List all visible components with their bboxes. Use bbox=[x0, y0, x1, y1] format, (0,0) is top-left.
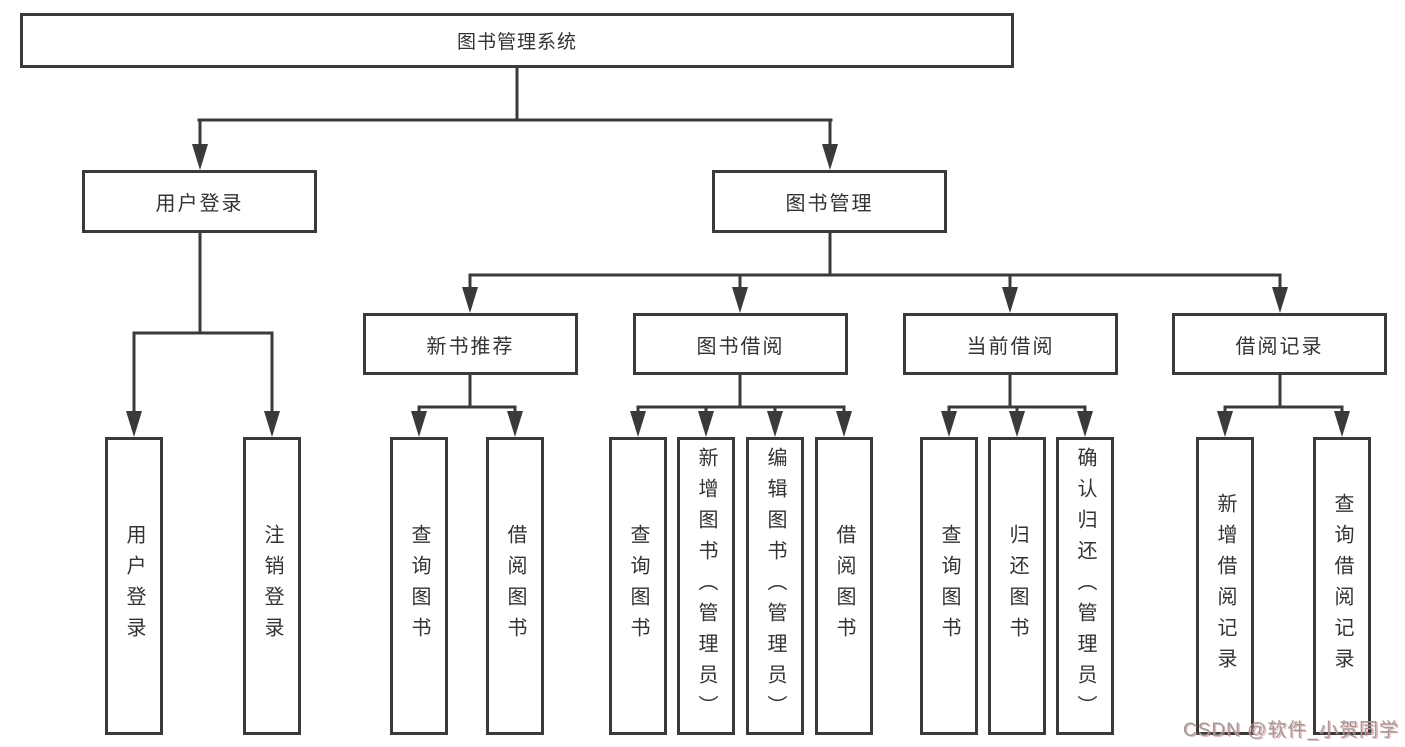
leaf-query-books-3: 查询图书 bbox=[920, 437, 978, 735]
leaf-query-books: 查询图书 bbox=[390, 437, 448, 735]
leaf-query-books-2: 查询图书 bbox=[609, 437, 667, 735]
node-user-login: 用户登录 bbox=[82, 170, 317, 233]
node-label: 编辑图书（管理员） bbox=[764, 446, 786, 726]
node-label: 归还图书 bbox=[1006, 524, 1028, 648]
node-label: 借阅图书 bbox=[833, 524, 855, 648]
leaf-edit-books-admin: 编辑图书（管理员） bbox=[746, 437, 804, 735]
node-label: 图书管理系统 bbox=[456, 32, 577, 53]
node-book-management: 图书管理 bbox=[712, 170, 947, 233]
node-label: 新书推荐 bbox=[426, 335, 515, 358]
node-label: 图书管理 bbox=[785, 193, 874, 215]
leaf-confirm-return-admin: 确认归还（管理员） bbox=[1056, 437, 1114, 735]
node-current-borrowing: 当前借阅 bbox=[903, 313, 1118, 375]
leaf-query-borrow-record: 查询借阅记录 bbox=[1313, 437, 1371, 735]
csdn-watermark: CSDN @软件_小贺同学 bbox=[1183, 720, 1399, 741]
node-label: 用户登录 bbox=[123, 524, 145, 648]
leaf-user-login: 用户登录 bbox=[105, 437, 163, 735]
node-library-management-system: 图书管理系统 bbox=[20, 13, 1014, 68]
leaf-borrow-books: 借阅图书 bbox=[486, 437, 544, 735]
node-label: 新增图书（管理员） bbox=[695, 446, 717, 726]
node-book-borrowing: 图书借阅 bbox=[633, 313, 848, 375]
node-label: 注销登录 bbox=[261, 524, 283, 648]
node-label: 查询图书 bbox=[408, 524, 430, 648]
node-label: 用户登录 bbox=[155, 193, 244, 215]
node-label: 借阅记录 bbox=[1235, 335, 1324, 358]
node-label: 确认归还（管理员） bbox=[1074, 446, 1096, 726]
node-label: 图书借阅 bbox=[696, 335, 785, 358]
leaf-add-books-admin: 新增图书（管理员） bbox=[677, 437, 735, 735]
node-label: 查询图书 bbox=[627, 524, 649, 648]
leaf-logout: 注销登录 bbox=[243, 437, 301, 735]
arrowheads bbox=[126, 144, 1350, 437]
leaf-add-borrow-record: 新增借阅记录 bbox=[1196, 437, 1254, 735]
leaf-borrow-books-2: 借阅图书 bbox=[815, 437, 873, 735]
leaf-return-books: 归还图书 bbox=[988, 437, 1046, 735]
node-label: 当前借阅 bbox=[966, 335, 1055, 358]
node-label: 借阅图书 bbox=[504, 524, 526, 648]
node-label: 查询图书 bbox=[938, 524, 960, 648]
node-label: 新增借阅记录 bbox=[1214, 493, 1236, 679]
node-label: 查询借阅记录 bbox=[1331, 493, 1353, 679]
node-new-book-recommendation: 新书推荐 bbox=[363, 313, 578, 375]
node-borrowing-records: 借阅记录 bbox=[1172, 313, 1387, 375]
